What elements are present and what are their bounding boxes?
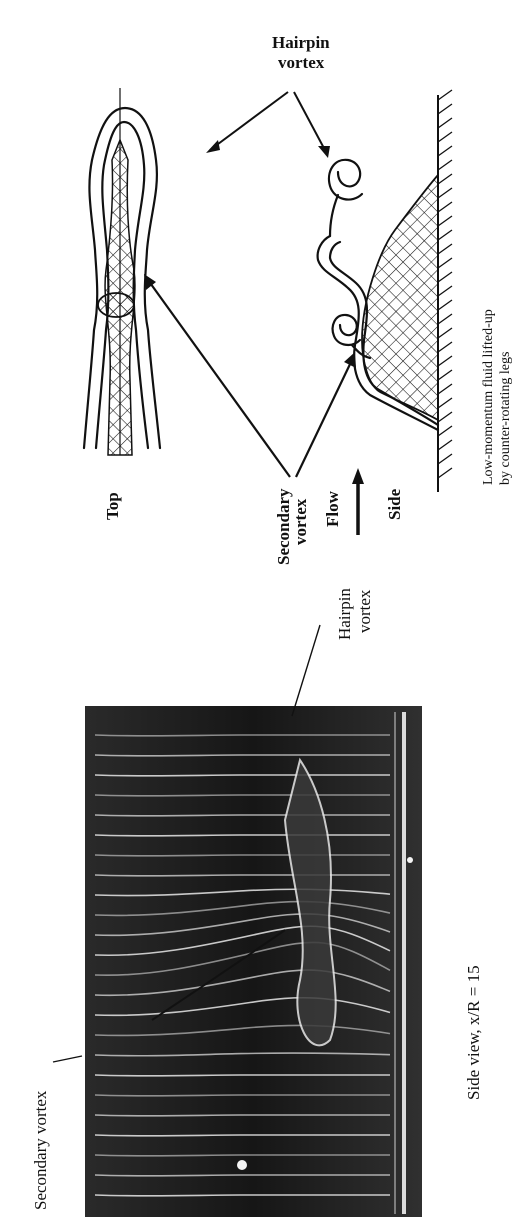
label-lowmomentum-line1: Low-momentum fluid lifted-up [481, 309, 496, 485]
wall-hatch-line [438, 272, 452, 282]
wall-hatch-line [438, 468, 452, 478]
photo-label-hairpin-line2: vortex [355, 589, 374, 633]
label-side: Side [385, 488, 404, 520]
photo-label-secondary-vortex: Secondary vortex [31, 1090, 50, 1210]
hairpin-arrowhead-side [318, 146, 330, 158]
streakline [95, 775, 390, 776]
side-hairpin-head-spiral [329, 160, 362, 200]
schematic-top-view [84, 88, 160, 455]
wall-hatch-line [438, 384, 452, 394]
bright-spot [237, 1160, 247, 1170]
schematic-side-view [318, 90, 452, 492]
wall-hatch-line [438, 314, 452, 324]
photo-background [85, 706, 422, 1217]
wall-hatch-line [438, 398, 452, 408]
wall-hatch-line [438, 454, 452, 464]
hairpin-leader-side [294, 92, 326, 152]
wall-hatch-line [438, 370, 452, 380]
wall-hatching [438, 90, 452, 478]
secondary-leader-top [148, 280, 290, 477]
streakline [95, 835, 390, 836]
label-hairpin-line1: Hairpin [272, 33, 330, 52]
wall-hatch-line [438, 132, 452, 142]
wall-hatch-line [438, 188, 452, 198]
streakline [95, 1155, 390, 1156]
streakline [95, 795, 390, 796]
streakline [95, 815, 390, 816]
streakline [95, 1175, 390, 1176]
wall-hatch-line [438, 426, 452, 436]
wall-hatch-line [438, 258, 452, 268]
label-lowmomentum-line2: by counter-rotating legs [498, 352, 513, 485]
wall-hatch-line [438, 244, 452, 254]
hairpin-leader-top [210, 92, 288, 150]
photo-label-hairpin-line1: Hairpin [335, 588, 354, 640]
wall-hatch-line [438, 356, 452, 366]
photo-hairpin-leader [292, 625, 320, 716]
side-hairpin-head-link [330, 195, 338, 236]
streakline [95, 855, 390, 856]
wall-hatch-line [438, 230, 452, 240]
photo-secondary-vortex-leader [53, 1056, 82, 1062]
secondary-leader-side [296, 360, 352, 477]
wall-hatch-line [438, 440, 452, 450]
hairpin-arrowhead-top [206, 140, 220, 153]
wall-hatch-line [438, 328, 452, 338]
flow-arrow-icon [352, 468, 364, 535]
wall-hatch-line [438, 342, 452, 352]
streakline [95, 735, 390, 736]
side-lowmomentum-bump [362, 175, 438, 420]
streakline [95, 1195, 390, 1196]
top-secondary-vortex-blob [98, 293, 134, 317]
streakline [95, 1095, 390, 1096]
label-hairpin-line2: vortex [278, 53, 325, 72]
wall-hatch-line [438, 174, 452, 184]
streakline [95, 875, 390, 876]
wall-hatch-line [438, 412, 452, 422]
streakline [95, 1075, 390, 1076]
wall-hatch-line [438, 90, 452, 100]
photo-caption: Side view, x/R = 15 [464, 965, 483, 1100]
wall-hatch-line [438, 118, 452, 128]
streakline [95, 1115, 390, 1116]
streakline [95, 1135, 390, 1136]
wall-hatch-line [438, 286, 452, 296]
wall-hatch-line [438, 146, 452, 156]
wall-hatch-line [438, 300, 452, 310]
wall-hatch-line [438, 160, 452, 170]
label-top: Top [103, 492, 122, 520]
wall-hatch-line [438, 216, 452, 226]
wall-hatch-line [438, 202, 452, 212]
wall-hatch-line [438, 104, 452, 114]
bright-spot-wall [407, 857, 413, 863]
label-secondary-vortex-line2: vortex [291, 498, 310, 545]
label-flow: Flow [323, 490, 342, 527]
streakline [95, 755, 390, 756]
flow-visualization-photo [85, 706, 422, 1217]
